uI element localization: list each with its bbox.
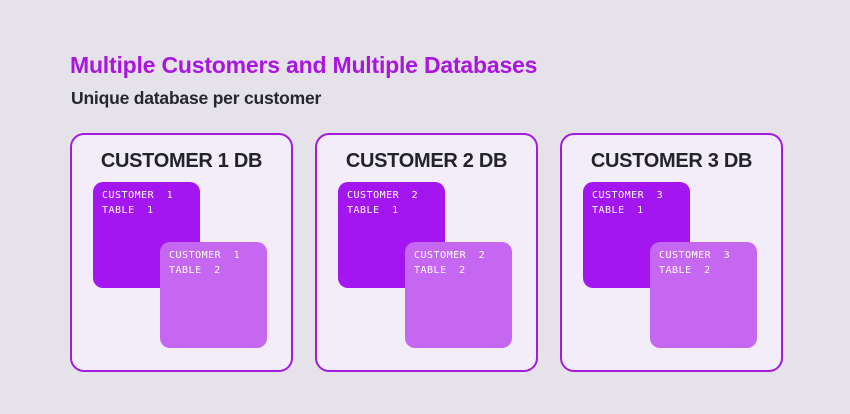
customer-1-db-card: CUSTOMER 1 DB CUSTOMER 1 TABLE 1 CUSTOME…: [70, 133, 293, 372]
table-label-line-2: TABLE 2: [169, 265, 221, 276]
table-label-line-1: CUSTOMER 2: [414, 250, 486, 261]
customer-3-db-heading: CUSTOMER 3 DB: [590, 150, 753, 172]
table-label-line-1: CUSTOMER 2: [347, 190, 419, 201]
table-label-line-1: CUSTOMER 1: [102, 190, 174, 201]
customer-db-cards-row: CUSTOMER 1 DB CUSTOMER 1 TABLE 1 CUSTOME…: [70, 133, 783, 372]
diagram-subtitle: Unique database per customer: [71, 88, 322, 108]
table-label-line-2: TABLE 1: [592, 205, 644, 216]
customer-2-db-heading: CUSTOMER 2 DB: [345, 150, 508, 172]
table-label-line-1: CUSTOMER 1: [169, 250, 241, 261]
table-label-line-2: TABLE 2: [414, 265, 466, 276]
table-label-line-2: TABLE 2: [659, 265, 711, 276]
table-label-line-1: CUSTOMER 3: [659, 250, 731, 261]
customer-3-db-card: CUSTOMER 3 DB CUSTOMER 3 TABLE 1 CUSTOME…: [560, 133, 783, 372]
customer-1-table-2-box: CUSTOMER 1 TABLE 2: [160, 242, 267, 348]
diagram-title: Multiple Customers and Multiple Database…: [70, 52, 538, 78]
table-label-line-2: TABLE 1: [347, 205, 399, 216]
customer-3-table-2-box: CUSTOMER 3 TABLE 2: [650, 242, 757, 348]
table-label-line-1: CUSTOMER 3: [592, 190, 664, 201]
customer-2-table-2-box: CUSTOMER 2 TABLE 2: [405, 242, 512, 348]
customer-1-db-heading: CUSTOMER 1 DB: [100, 150, 263, 172]
customer-2-db-card: CUSTOMER 2 DB CUSTOMER 2 TABLE 1 CUSTOME…: [315, 133, 538, 372]
table-label-line-2: TABLE 1: [102, 205, 154, 216]
customer-1-table-1-box: CUSTOMER 1 TABLE 1: [93, 182, 200, 288]
